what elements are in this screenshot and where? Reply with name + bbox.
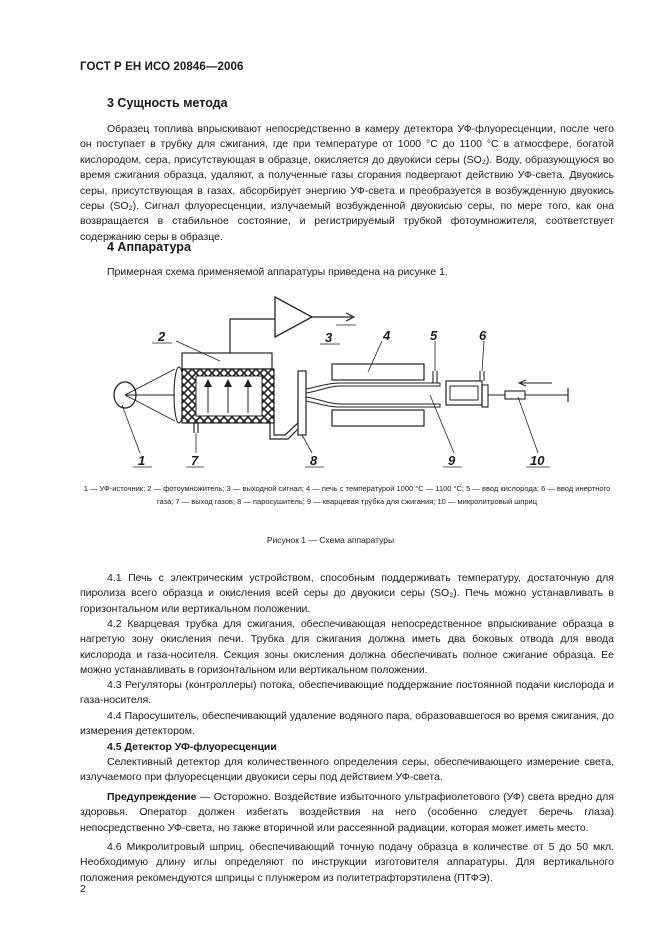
item-4-3: 4.3 Регуляторы (контроллеры) потока, обе…	[80, 679, 614, 707]
label-1: 1	[138, 453, 145, 468]
item-4-6: 4.6 Микролитровый шприц, обеспечивающий …	[80, 841, 614, 884]
label-2: 2	[157, 329, 166, 344]
item-4-4: 4.4 Паросушитель, обеспечивающий удалени…	[80, 710, 614, 738]
label-10: 10	[530, 453, 545, 468]
warning-paragraph: Предупреждение — Осторожно. Воздействие …	[80, 791, 614, 834]
document-header: ГОСТ Р ЕН ИСО 20846—2006	[80, 61, 244, 73]
syringe	[504, 390, 526, 400]
item-4-5: Селективный детектор для количественного…	[80, 756, 614, 784]
section-3-paragraph: Образец топлива впрыскивают непосредстве…	[80, 123, 614, 243]
label-5: 5	[430, 328, 438, 343]
section-3-title: 3 Сущность метода	[107, 96, 228, 110]
label-3: 3	[325, 330, 333, 345]
photomultiplier	[181, 352, 273, 370]
figure-caption: 1 — УФ-источник; 2 — фотоумножитель; 3 —…	[83, 484, 611, 506]
figure-title: Рисунок 1 — Схема аппаратуры	[266, 535, 395, 545]
label-4: 4	[382, 328, 391, 343]
section-4-intro: Примерная схема применяемой аппаратуры п…	[107, 266, 448, 278]
page-number: 2	[80, 883, 86, 895]
label-6: 6	[479, 328, 487, 343]
label-8: 8	[310, 453, 318, 468]
amplifier	[274, 295, 314, 339]
warning-label: Предупреждение	[107, 791, 197, 803]
apparatus-diagram: 1 2 3 4 5 6 7 8 9 10	[113, 295, 569, 468]
section-4-title: 4 Аппаратура	[107, 240, 191, 254]
label-9: 9	[448, 453, 456, 468]
label-7: 7	[191, 453, 199, 468]
item-4-5-title: 4.5 Детектор УФ-флуоресценции	[107, 741, 277, 753]
item-4-2: 4.2 Кварцевая трубка для сжигания, обесп…	[80, 618, 614, 677]
vapor-drier	[297, 370, 307, 436]
furnace	[331, 363, 425, 381]
item-4-1: 4.1 Печь с электрическим устройством, сп…	[80, 572, 614, 615]
